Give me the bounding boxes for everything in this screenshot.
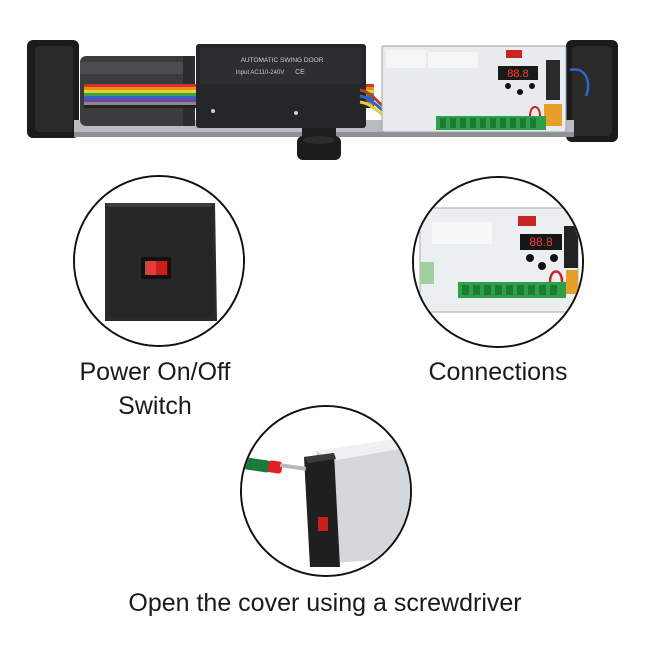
screwdriver-closeup (240, 405, 412, 577)
power-switch-caption: Power On/Off Switch (40, 355, 270, 423)
screwdriver-illustration (242, 407, 410, 575)
connections-board-display: 88.8 (529, 235, 553, 249)
power-switch-caption-line1: Power On/Off (79, 358, 231, 386)
product-label-title: AUTOMATIC SWING DOOR (241, 57, 324, 64)
connections-caption: Connections (428, 358, 568, 386)
connections-closeup: 88.8 (412, 176, 584, 348)
power-switch-illustration (75, 177, 243, 345)
door-operator-photo: AUTOMATIC SWING DOOR Input AC110-240V CE… (0, 0, 650, 175)
top-board-display: 88.8 (507, 68, 528, 80)
product-label-input: Input AC110-240V (236, 70, 285, 76)
power-switch-caption-line2: Switch (118, 392, 192, 420)
connections-illustration: 88.8 (414, 178, 582, 346)
door-operator-illustration: AUTOMATIC SWING DOOR Input AC110-240V CE… (27, 40, 618, 160)
power-switch-closeup (73, 175, 245, 347)
open-cover-caption: Open the cover using a screwdriver (128, 589, 522, 617)
product-label-ce-mark: CE (295, 69, 305, 76)
